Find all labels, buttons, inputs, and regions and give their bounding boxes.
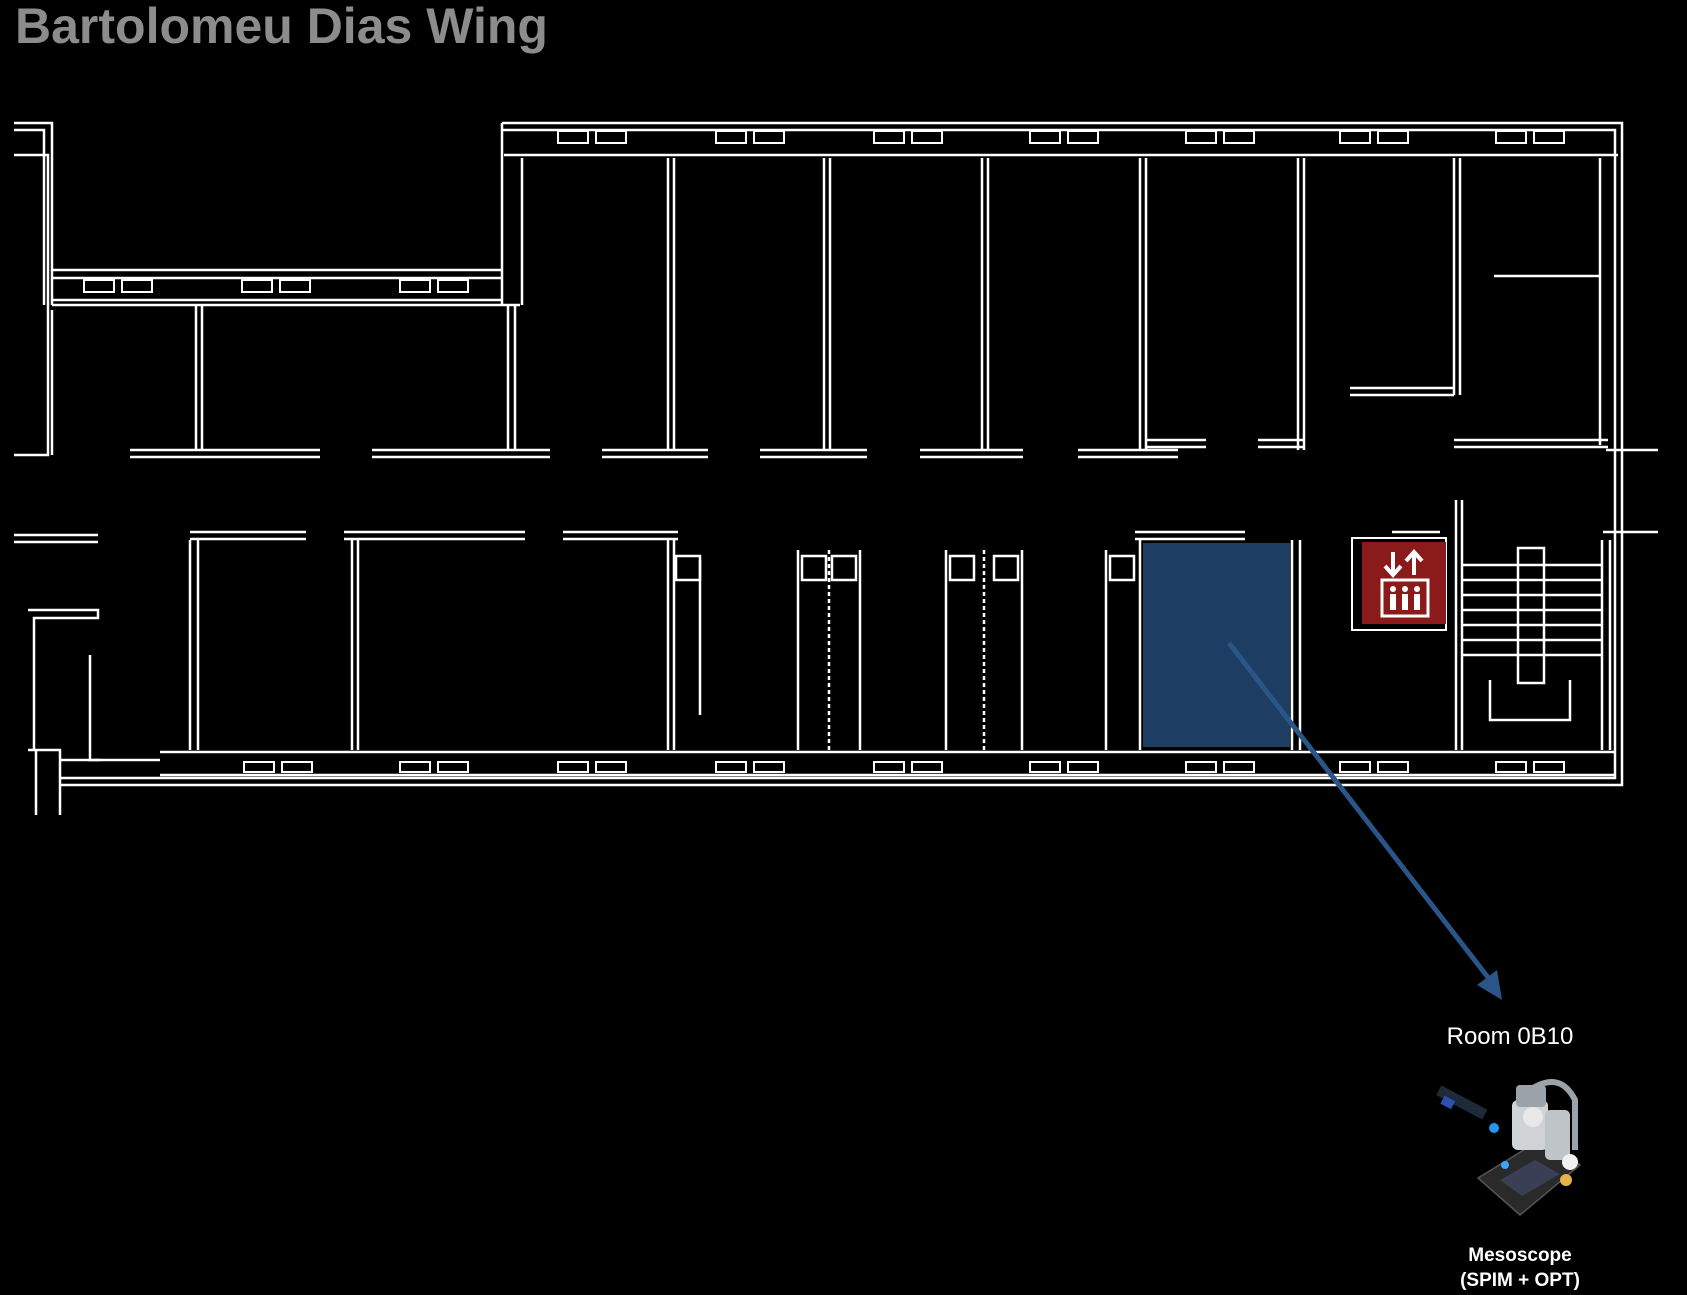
windows-lower (243, 761, 1565, 773)
instrument-name: Mesoscope (1468, 1245, 1572, 1266)
instrument-subtitle: (SPIM + OPT) (1460, 1270, 1580, 1291)
instrument-caption: Mesoscope (SPIM + OPT) (1420, 1243, 1620, 1293)
elevator-icon (1351, 537, 1447, 631)
room-label: Room 0B10 (1446, 1023, 1574, 1050)
page-title: Bartolomeu Dias Wing (15, 0, 548, 54)
building-walls (14, 121, 1658, 815)
highlighted-room-0b10[interactable] (1143, 543, 1290, 747)
microscope-icon (1436, 1079, 1582, 1216)
room-pointer-arrow (1227, 641, 1502, 1000)
windows-upper (83, 130, 1565, 293)
